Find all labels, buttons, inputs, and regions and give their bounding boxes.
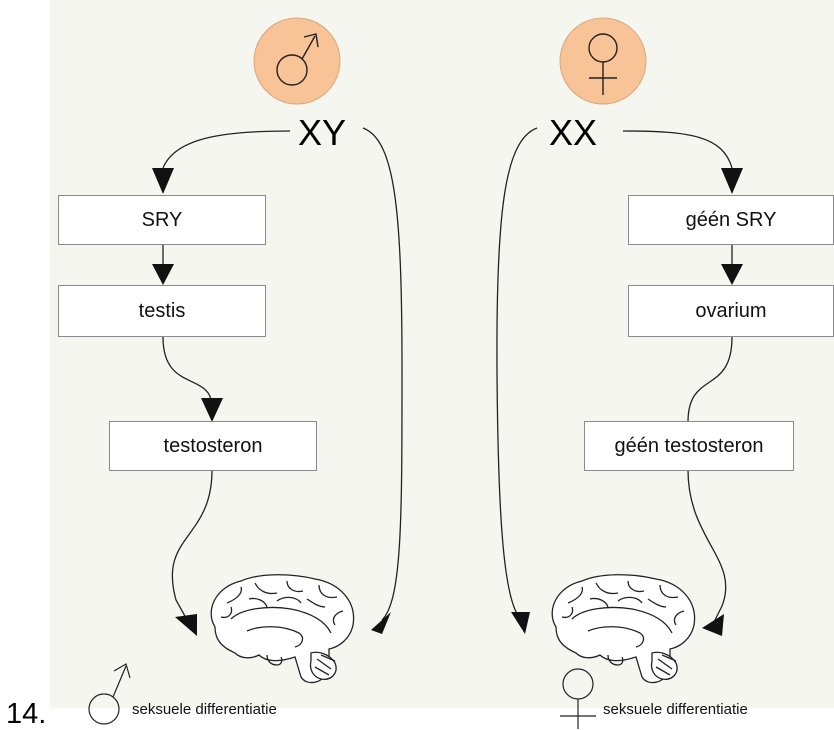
box-ovarium: ovarium bbox=[628, 285, 834, 337]
box-geen-sry: géén SRY bbox=[628, 195, 834, 245]
arrow-geen-testosteron-to-brain bbox=[687, 469, 727, 623]
arrowhead-testosteron bbox=[201, 398, 223, 422]
caption-male: seksuele differentiatie bbox=[132, 701, 277, 718]
brain-icon bbox=[551, 574, 696, 684]
arrowheads bbox=[152, 168, 743, 636]
box-geen-testosteron: géén testosteron bbox=[584, 421, 794, 471]
arrowhead-testis bbox=[152, 264, 174, 285]
genotype-xx: XX bbox=[549, 112, 598, 153]
box-sry: SRY bbox=[58, 195, 266, 245]
slide-number: 14. bbox=[6, 698, 47, 730]
arrow-xx-to-brain bbox=[496, 127, 538, 619]
arrowhead-sry bbox=[152, 168, 174, 194]
arrow-testis-to-testosteron bbox=[162, 336, 213, 406]
arrowhead-xy-brain bbox=[371, 612, 391, 634]
arrowhead-geen-sry bbox=[721, 168, 743, 194]
female-symbol-icon bbox=[559, 17, 647, 105]
female-symbol-icon bbox=[560, 668, 596, 729]
arrowhead-geen-testosteron-brain bbox=[702, 614, 724, 636]
diagram-panel bbox=[50, 0, 834, 708]
arrowhead-xx-brain bbox=[511, 612, 530, 634]
arrow-xx-to-geen-sry bbox=[622, 130, 733, 169]
arrow-xy-to-sry bbox=[162, 130, 291, 169]
arrowhead-ovarium bbox=[721, 264, 743, 285]
male-symbol-icon bbox=[253, 17, 341, 105]
caption-female: seksuele differentiatie bbox=[603, 701, 748, 718]
genotype-xy: XY bbox=[298, 112, 347, 153]
box-testis: testis bbox=[58, 285, 266, 337]
box-testosteron: testosteron bbox=[109, 421, 317, 471]
arrowhead-testosteron-brain bbox=[175, 614, 197, 636]
arrow-xy-to-brain bbox=[362, 127, 403, 621]
male-symbol-icon bbox=[88, 663, 131, 725]
arrow-testosteron-to-brain bbox=[171, 469, 213, 619]
line-ovarium-to-geen-testosteron bbox=[687, 336, 733, 423]
brain-icon bbox=[210, 574, 355, 684]
